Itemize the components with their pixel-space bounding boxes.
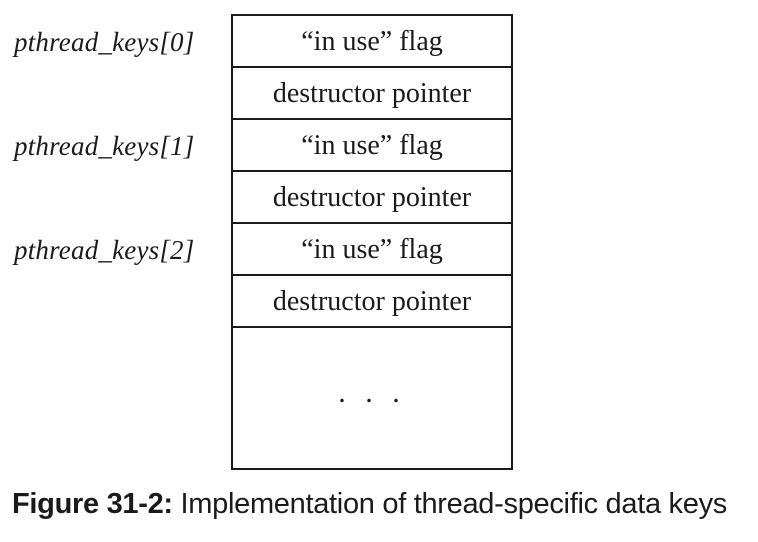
figure-caption: Figure 31-2: Implementation of thread-sp… xyxy=(12,488,727,521)
keys-array-box: “in use” flag destructor pointer “in use… xyxy=(231,14,513,470)
remaining-keys-cell: . . . xyxy=(233,330,511,468)
in-use-flag-cell-1: “in use” flag xyxy=(233,120,511,172)
destructor-pointer-cell-1: destructor pointer xyxy=(233,172,511,224)
figure-number: Figure 31-2: xyxy=(12,488,173,520)
key-label-1: pthread_keys[1] xyxy=(14,131,195,161)
destructor-pointer-cell-2: destructor pointer xyxy=(233,276,511,328)
in-use-flag-cell-2: “in use” flag xyxy=(233,224,511,276)
in-use-flag-cell-0: “in use” flag xyxy=(233,16,511,68)
key-label-2: pthread_keys[2] xyxy=(14,235,195,265)
key-label-0: pthread_keys[0] xyxy=(14,27,195,57)
caption-text: Implementation of thread-specific data k… xyxy=(172,488,728,520)
destructor-pointer-cell-0: destructor pointer xyxy=(233,68,511,120)
ellipsis: . . . xyxy=(338,376,406,409)
